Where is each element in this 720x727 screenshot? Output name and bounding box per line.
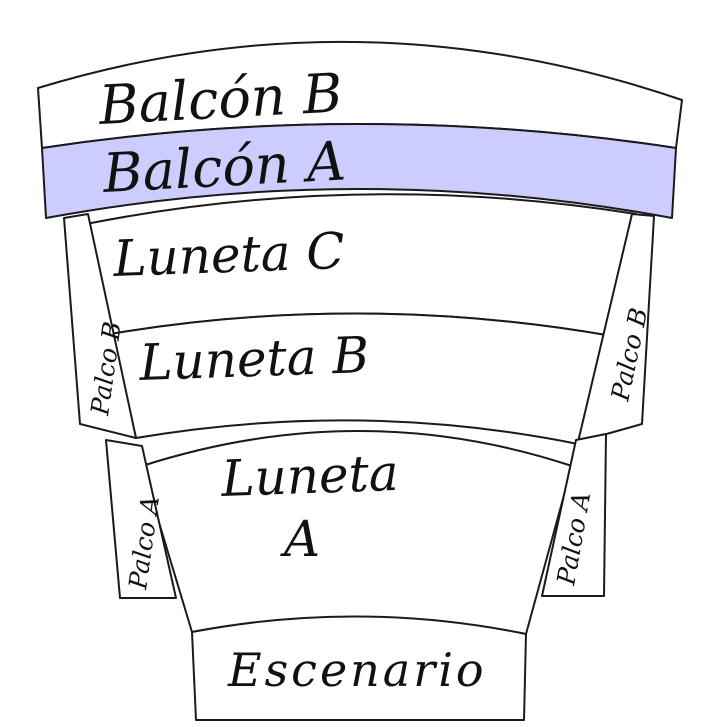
label-luneta-c: Luneta C xyxy=(111,222,345,288)
label-luneta-a-line1: Luneta xyxy=(219,444,399,508)
label-luneta-a-line2: A xyxy=(280,510,320,568)
section-escenario[interactable] xyxy=(191,615,527,721)
section-palco-a-right[interactable] xyxy=(541,433,607,597)
section-balcon-a[interactable] xyxy=(41,123,677,219)
label-balcon-b: Balcón B xyxy=(96,61,343,137)
label-luneta-b: Luneta B xyxy=(137,326,370,392)
section-palco-a-left[interactable] xyxy=(105,439,177,599)
section-palco-b-left[interactable] xyxy=(63,213,137,439)
section-palco-b-right[interactable] xyxy=(577,213,655,443)
label-escenario: Escenario xyxy=(227,643,487,697)
label-balcon-a: Balcón A xyxy=(100,129,347,205)
